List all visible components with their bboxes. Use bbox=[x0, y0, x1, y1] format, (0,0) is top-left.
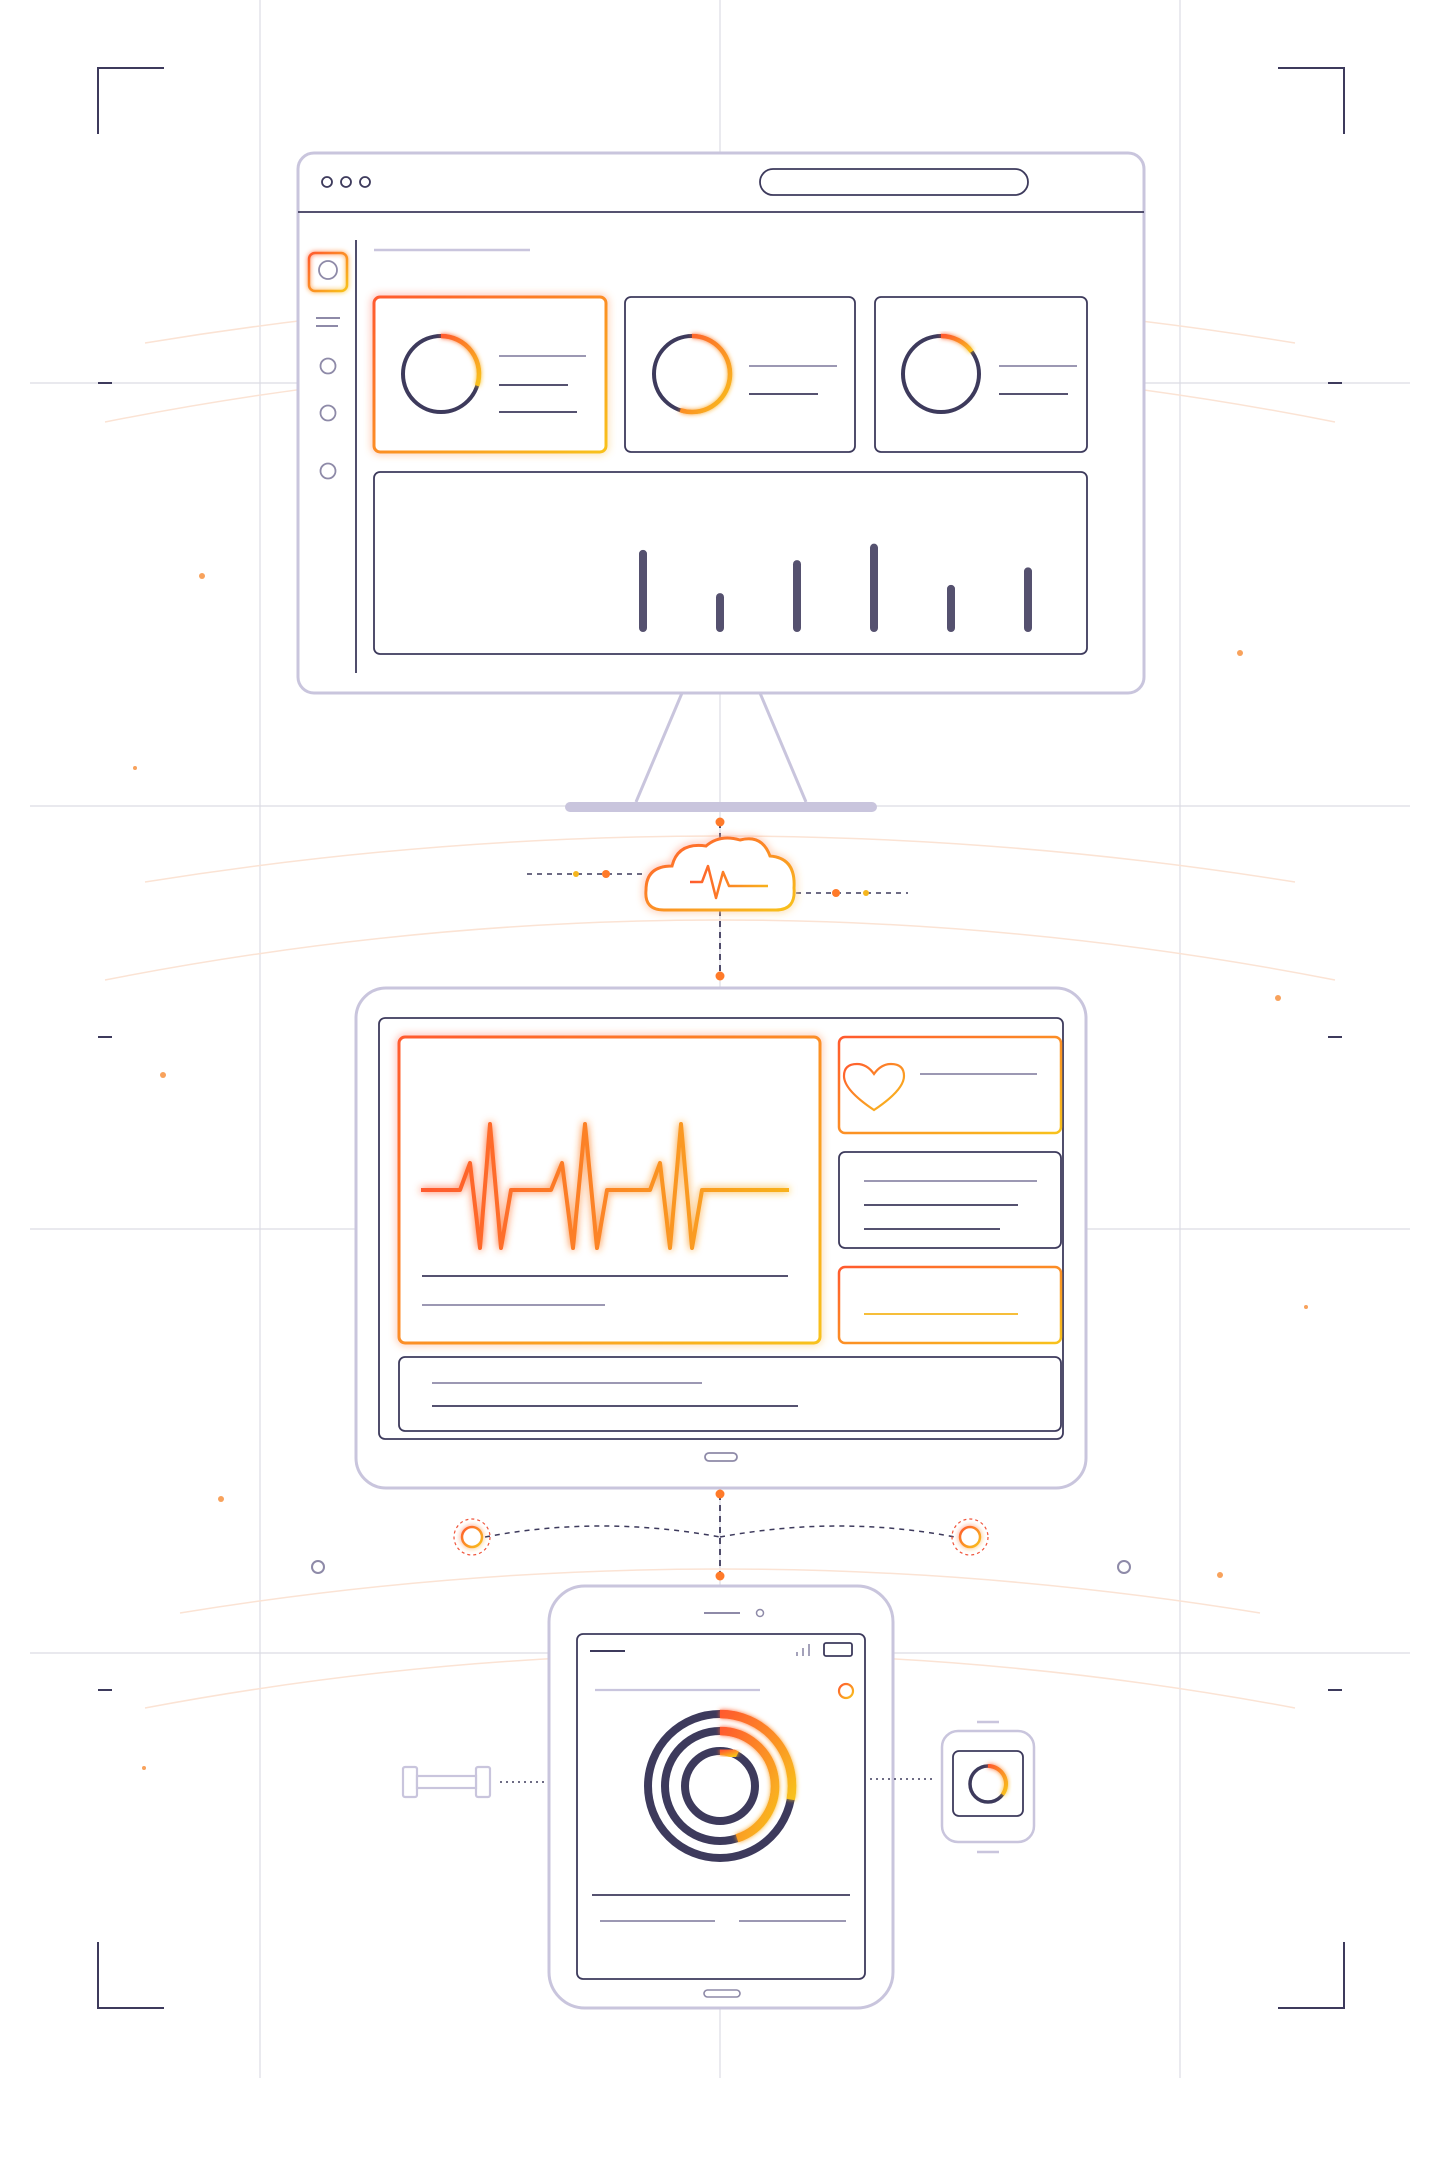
phone-screen bbox=[576, 1633, 866, 1980]
node-left bbox=[453, 1518, 491, 1556]
node-right bbox=[951, 1518, 989, 1556]
stat-card-3[interactable] bbox=[874, 296, 1088, 453]
address-bar[interactable] bbox=[759, 168, 1029, 196]
heart-rate-panel[interactable] bbox=[397, 1035, 822, 1345]
sidebar-item-1[interactable] bbox=[319, 357, 337, 375]
activity-ring-3-progress bbox=[719, 1746, 739, 1760]
watch-ring bbox=[968, 1764, 1008, 1804]
bar-chart-panel bbox=[373, 471, 1088, 655]
stat-ring-1-progress bbox=[440, 333, 482, 387]
ecg-waveform bbox=[421, 1122, 789, 1250]
guide-ticks bbox=[98, 382, 1342, 1691]
phone-home-indicator[interactable] bbox=[703, 1989, 741, 1998]
desktop-monitor bbox=[296, 151, 1146, 812]
battery-icon bbox=[823, 1642, 853, 1657]
stat-ring-2 bbox=[652, 333, 733, 415]
decor-rings bbox=[311, 1560, 1131, 1574]
heart-icon bbox=[842, 1062, 906, 1112]
avatar-icon[interactable] bbox=[307, 251, 349, 293]
sparkle-dots bbox=[133, 573, 1308, 1770]
stat-card-1[interactable] bbox=[372, 295, 608, 454]
sidebar-item-3[interactable] bbox=[319, 462, 337, 480]
stat-card-2[interactable] bbox=[624, 296, 856, 453]
stat-ring-2-progress bbox=[679, 333, 733, 415]
signal-icon bbox=[796, 1644, 810, 1656]
smartphone-device bbox=[547, 1584, 895, 2010]
stat-ring-3 bbox=[901, 333, 981, 414]
smartwatch-icon bbox=[940, 1720, 1036, 1854]
activity-ring-1-progress bbox=[719, 1709, 797, 1801]
dumbbell-icon bbox=[401, 1765, 492, 1799]
activity-rings bbox=[644, 1709, 797, 1862]
sidebar-item-2[interactable] bbox=[319, 404, 337, 422]
phone-camera bbox=[755, 1608, 765, 1618]
tablet-device bbox=[354, 986, 1088, 1490]
hamburger-icon[interactable] bbox=[316, 317, 340, 327]
info-card[interactable] bbox=[838, 1151, 1062, 1249]
heart-card[interactable] bbox=[837, 1035, 1063, 1135]
notification-dot[interactable] bbox=[837, 1682, 855, 1700]
accent-card[interactable] bbox=[837, 1265, 1063, 1345]
cloud-pulse-icon bbox=[644, 836, 796, 912]
three-dots-icon bbox=[321, 176, 371, 188]
monitor-stand-base bbox=[565, 802, 877, 812]
bar-chart-bars bbox=[639, 543, 1032, 632]
stat-ring-3-progress bbox=[940, 333, 974, 354]
tablet-phone-connectors bbox=[453, 1489, 989, 1581]
corner-brackets bbox=[97, 67, 1345, 2009]
activity-ring-2-progress bbox=[719, 1726, 780, 1843]
stat-ring-1 bbox=[401, 333, 482, 414]
tablet-bottom-panel[interactable] bbox=[398, 1356, 1062, 1432]
tablet-home-button[interactable] bbox=[704, 1452, 738, 1462]
watch-ring-progress bbox=[987, 1764, 1008, 1796]
